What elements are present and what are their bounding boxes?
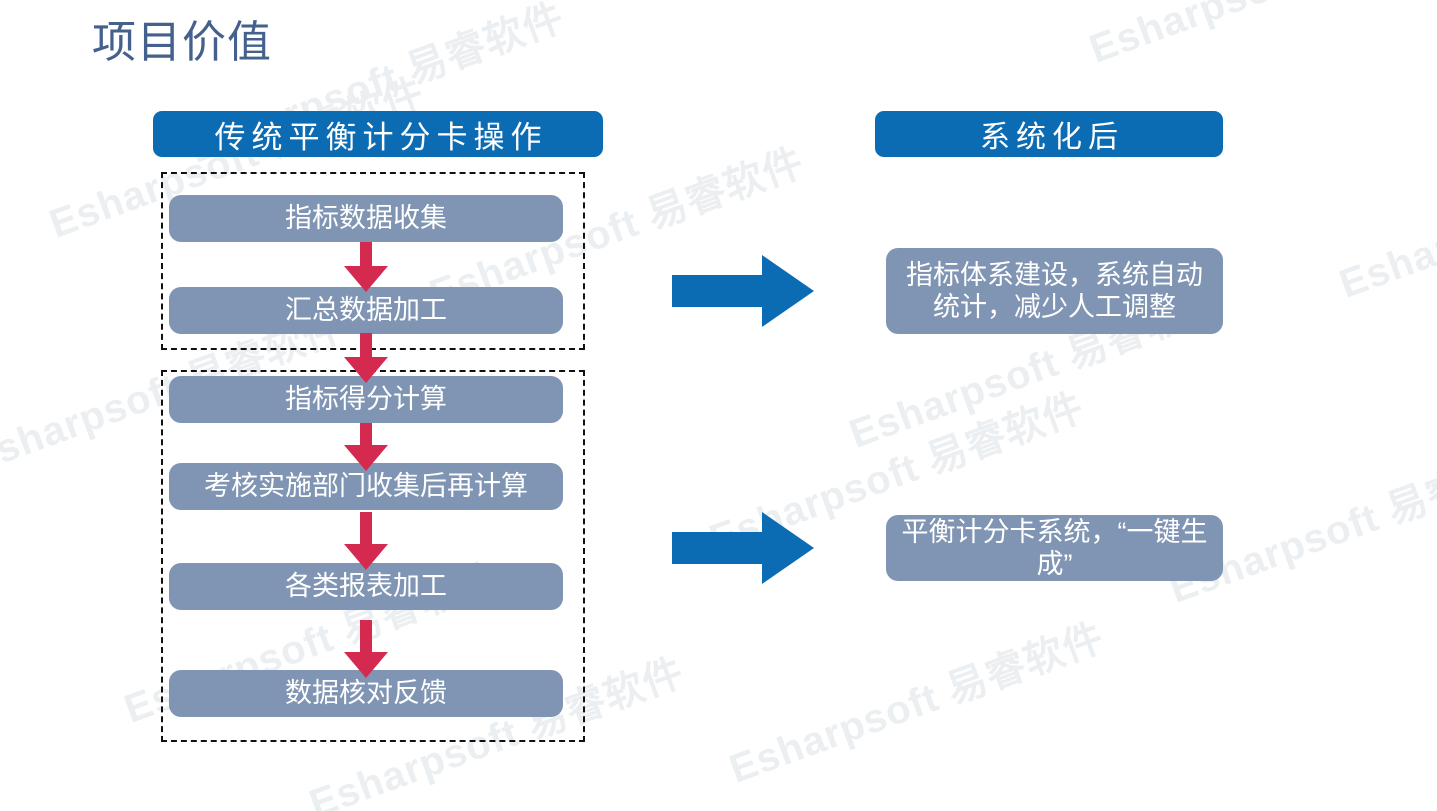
- arrow-shaft: [360, 512, 372, 544]
- result-box-2: 平衡计分卡系统，“一键生成”: [886, 515, 1223, 581]
- arrow-head: [344, 266, 388, 292]
- result-box-1: 指标体系建设，系统自动统计，减少人工调整: [886, 248, 1223, 334]
- arrow-head: [762, 512, 814, 584]
- arrow-head: [344, 357, 388, 383]
- arrow-head: [344, 652, 388, 678]
- arrow-right-icon: [672, 255, 814, 327]
- arrow-shaft: [360, 242, 372, 266]
- arrow-head: [344, 445, 388, 471]
- arrow-down-icon: [344, 423, 388, 471]
- page-title: 项目价值: [92, 18, 272, 67]
- arrow-down-icon: [344, 620, 388, 678]
- banner-traditional: 传统平衡计分卡操作: [153, 111, 603, 157]
- process-box-1: 指标数据收集: [169, 195, 563, 242]
- arrow-head: [762, 255, 814, 327]
- process-box-3: 指标得分计算: [169, 376, 563, 423]
- arrow-shaft: [672, 275, 764, 307]
- arrow-head: [344, 544, 388, 570]
- arrow-shaft: [360, 620, 372, 652]
- arrow-shaft: [360, 423, 372, 445]
- dashed-group-1: [161, 172, 585, 350]
- process-box-2: 汇总数据加工: [169, 287, 563, 334]
- arrow-down-icon: [344, 512, 388, 570]
- arrow-down-icon: [344, 242, 388, 292]
- arrow-shaft: [360, 333, 372, 357]
- arrow-down-icon: [344, 333, 388, 383]
- banner-systemized: 系统化后: [875, 111, 1223, 157]
- arrow-right-icon: [672, 512, 814, 584]
- arrow-shaft: [672, 532, 764, 564]
- process-box-5: 各类报表加工: [169, 563, 563, 610]
